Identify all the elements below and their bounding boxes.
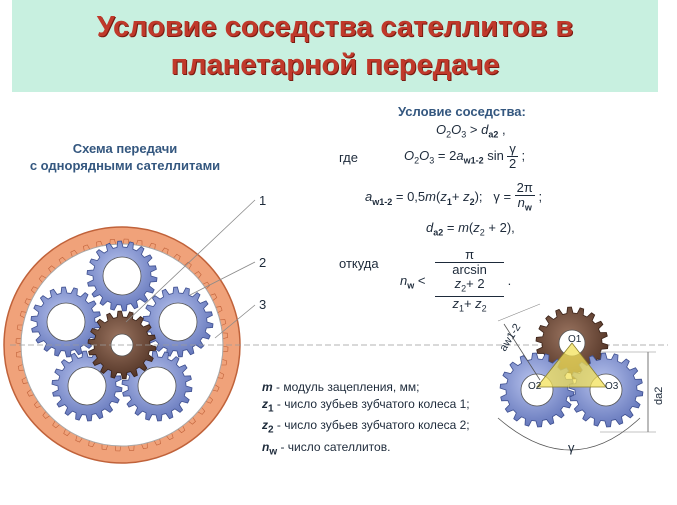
schema-label-line-1: Схема передачи — [72, 141, 178, 156]
aw-ext-1 — [497, 303, 541, 322]
callout-line-2 — [189, 261, 256, 296]
slide-title-line-1: Условие соседства сателлитов в — [96, 11, 574, 43]
legend-z1: z1 - число зубьев зубчатого колеса 1; — [262, 397, 470, 415]
condition-heading: Условие соседства: — [398, 104, 526, 119]
callout-1: 1 — [259, 193, 266, 208]
da2-label: da2 — [653, 387, 665, 405]
gamma-label: γ — [568, 440, 575, 455]
center-triangle — [536, 342, 607, 388]
satellite-gear-1 — [86, 240, 158, 312]
callout-line-3 — [214, 304, 256, 339]
gamma-arc — [497, 417, 641, 451]
o2-label: O2 — [528, 381, 542, 392]
formula-condition: O2O3 > da2 , — [436, 122, 506, 140]
satellite-gear-5 — [30, 286, 102, 358]
schema-label: Схема передачи с однорядными сателлитами — [10, 140, 240, 174]
aw-dimension-line — [503, 323, 541, 381]
satellite-gear-3 — [121, 350, 193, 422]
legend-z2: z2 - число зубьев зубчатого колеса 2; — [262, 418, 470, 436]
satellite-gear-2 — [142, 286, 214, 358]
callout-line-1 — [125, 199, 256, 323]
schema-label-line-2: с однорядными сателлитами — [29, 158, 221, 173]
slide-title-line-2: планетарной передаче — [170, 49, 500, 81]
legend: m - модуль зацепления, мм; z1 - число зу… — [262, 379, 470, 460]
where-label: где — [339, 150, 358, 165]
callout-3: 3 — [259, 297, 266, 312]
legend-m: m - модуль зацепления, мм; — [262, 380, 420, 394]
from-label: откуда — [339, 256, 379, 271]
o3-label: O3 — [605, 381, 619, 392]
title-banner: Условие соседства сателлитов в планетарн… — [12, 0, 658, 92]
legend-nw: nw - число сателлитов. — [262, 439, 391, 458]
o1-label: O1 — [568, 334, 582, 345]
formula-da2: da2 = m(z2 + 2), — [426, 220, 515, 238]
callout-2: 2 — [259, 255, 266, 270]
planetary-scheme: 1 2 3 — [3, 193, 266, 464]
detail-view: aw1-2 da2 γ O1 O2 O3 — [497, 303, 665, 455]
